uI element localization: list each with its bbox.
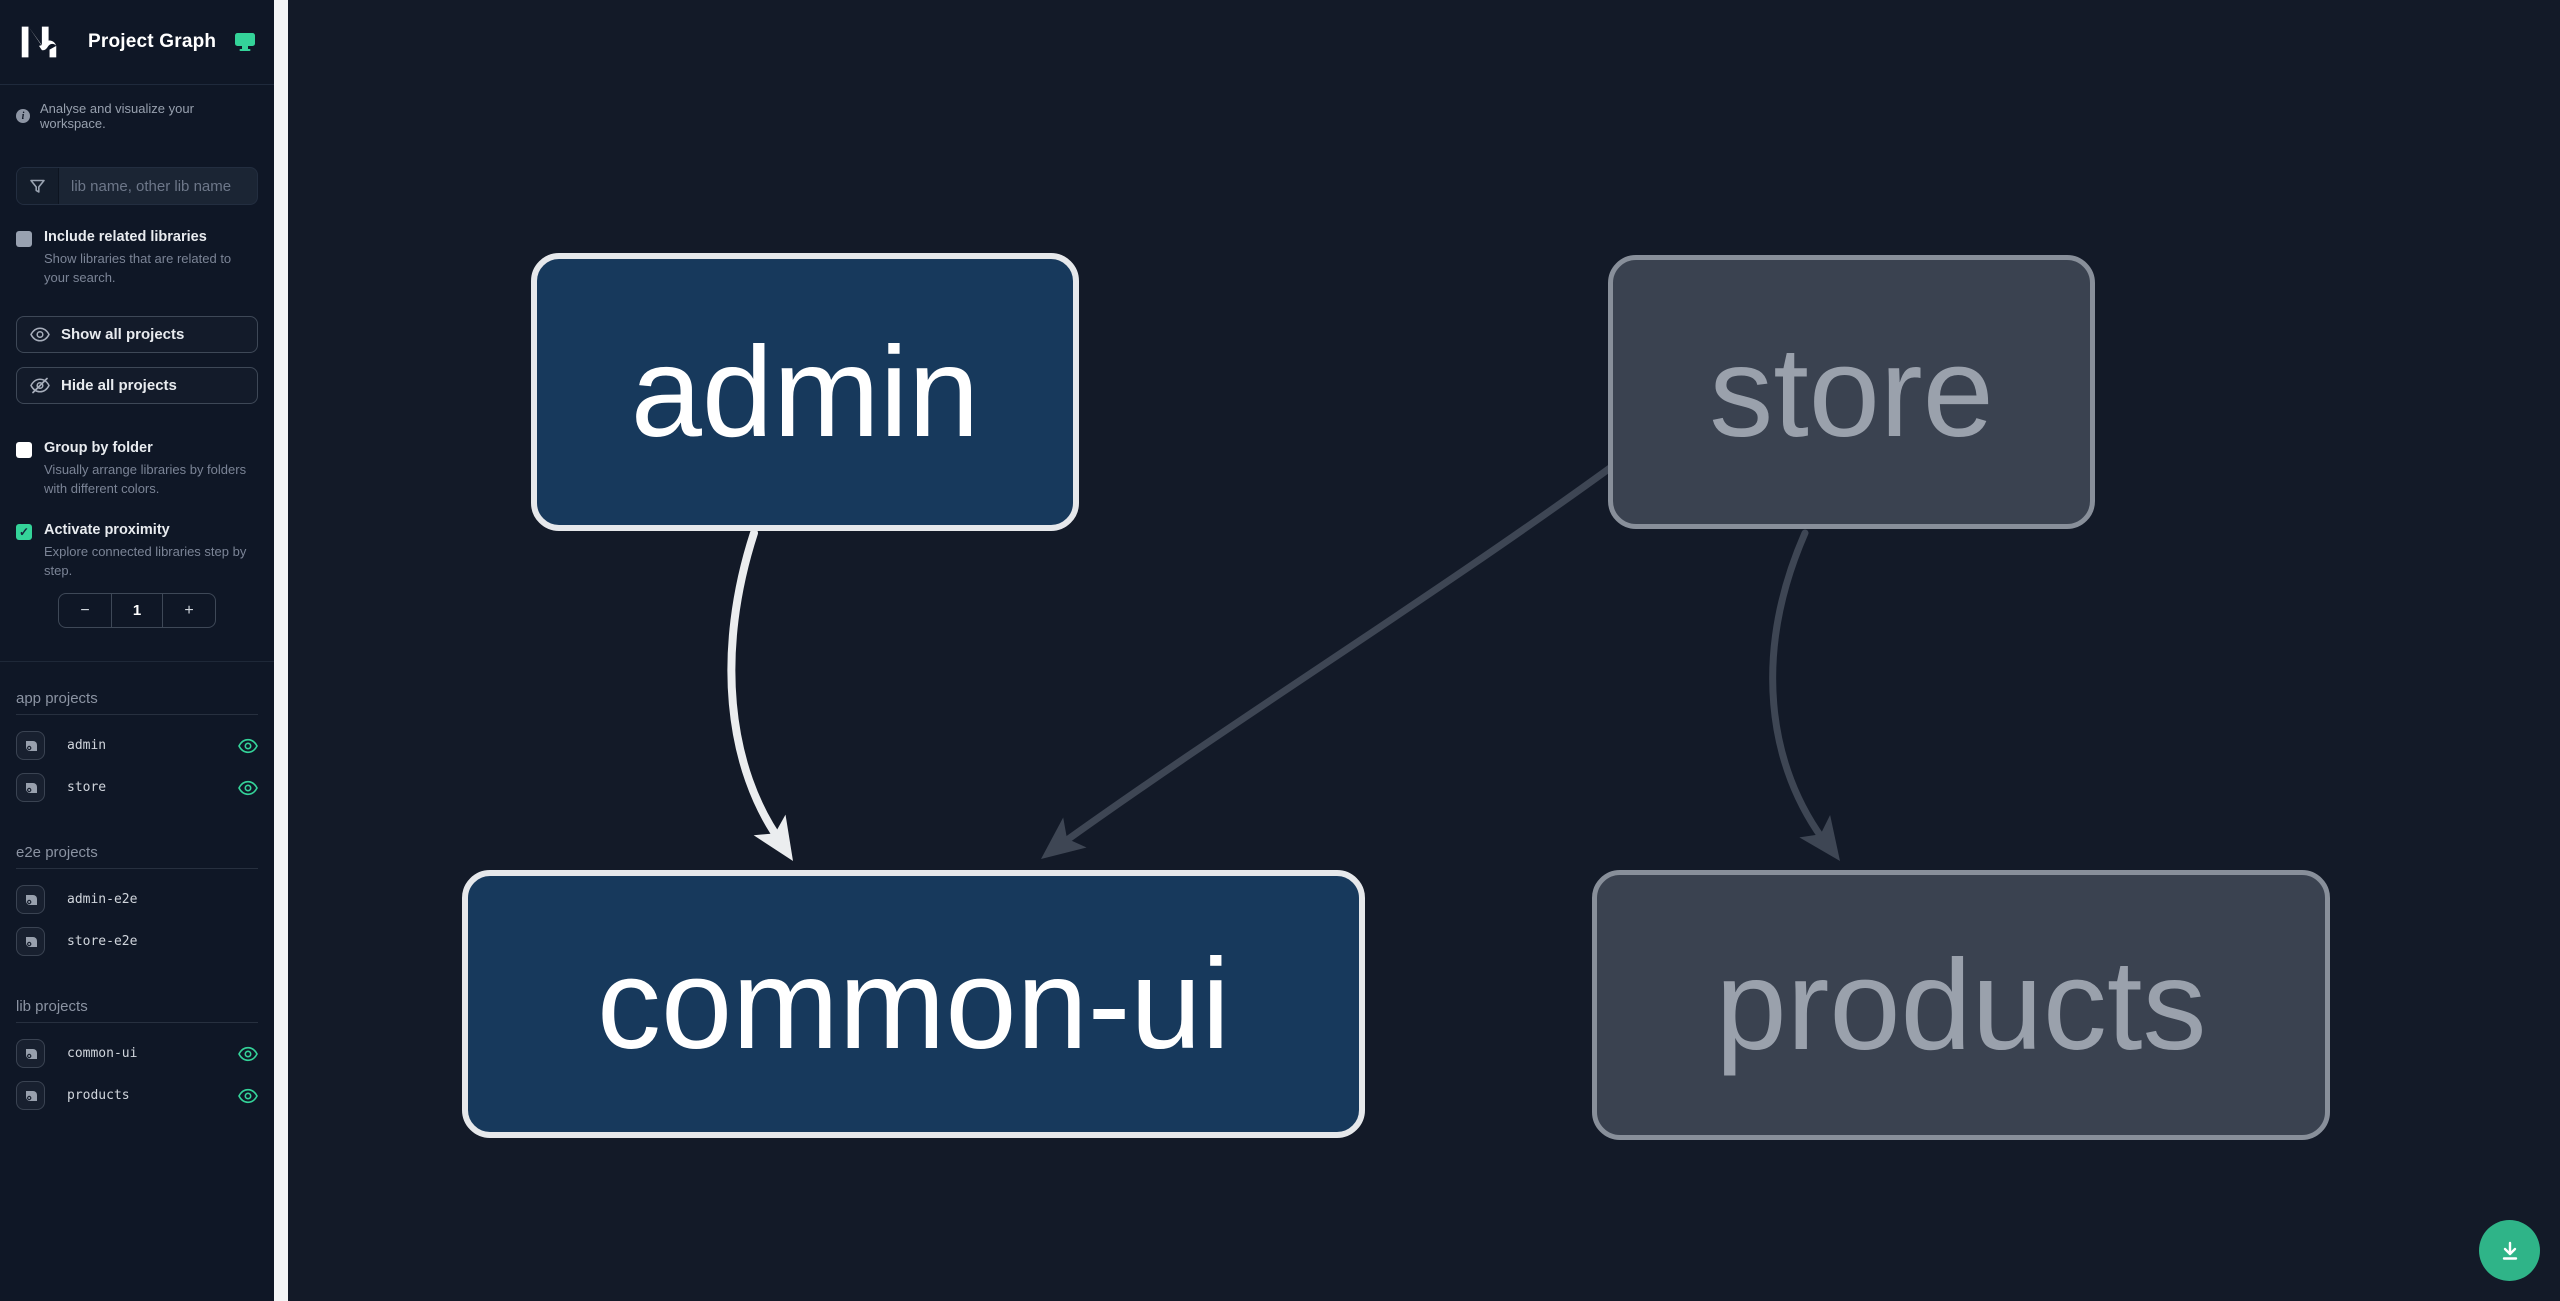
hide-all-projects-button[interactable]: Hide all projects	[16, 366, 258, 404]
checkbox-unchecked-icon[interactable]	[16, 441, 32, 458]
section-e2e-projects: e2e projects admin-e2e store-e2	[0, 844, 274, 957]
proximity-stepper: − 1 +	[58, 593, 216, 629]
project-name: common-ui	[67, 1046, 138, 1062]
focus-project-button[interactable]	[16, 927, 45, 957]
focus-project-button[interactable]	[16, 885, 45, 915]
project-row-admin-e2e: admin-e2e	[16, 885, 258, 915]
focus-project-button[interactable]	[16, 1039, 45, 1069]
visibility-eye-icon[interactable]	[238, 1086, 258, 1106]
project-row-store: store	[16, 773, 258, 803]
focus-icon	[25, 1048, 37, 1059]
graph-node-store[interactable]: store	[1608, 255, 2095, 529]
sidebar-resize-handle[interactable]	[274, 0, 288, 1301]
checkbox-unchecked-icon[interactable]	[16, 231, 32, 247]
focus-icon	[25, 894, 37, 905]
graph-canvas[interactable]: admin store common-ui products	[288, 0, 2560, 1301]
focus-icon	[25, 740, 37, 751]
section-title: app projects	[16, 690, 258, 716]
page-title: Project Graph	[88, 31, 217, 52]
app-header: Project Graph	[0, 0, 274, 85]
eye-slash-icon	[30, 377, 50, 394]
checkbox-checked-icon[interactable]: ✓	[16, 524, 32, 541]
project-filter	[16, 167, 258, 205]
include-related-checkbox[interactable]: Include related libraries Show libraries…	[0, 229, 274, 288]
focus-icon	[25, 936, 37, 947]
visibility-eye-icon[interactable]	[238, 778, 258, 798]
group-by-folder-checkbox[interactable]: Group by folder Visually arrange librari…	[0, 440, 274, 499]
graph-node-common-ui[interactable]: common-ui	[462, 870, 1365, 1138]
visibility-eye-icon[interactable]	[238, 736, 258, 756]
section-app-projects: app projects admin	[0, 690, 274, 803]
project-row-products: products	[16, 1081, 258, 1111]
eye-icon	[30, 327, 50, 342]
download-image-button[interactable]	[2479, 1220, 2540, 1281]
workspace-tagline: i Analyse and visualize your workspace.	[0, 101, 274, 131]
filter-input[interactable]	[59, 168, 257, 204]
section-title: lib projects	[16, 998, 258, 1024]
proximity-value: 1	[111, 594, 163, 628]
project-name: admin	[67, 738, 107, 754]
tagline-text: Analyse and visualize your workspace.	[40, 101, 194, 131]
graph-node-admin[interactable]: admin	[531, 253, 1079, 531]
edge-admin-common-ui	[727, 529, 793, 861]
proximity-decrement-button[interactable]: −	[59, 594, 111, 627]
show-all-projects-button[interactable]: Show all projects	[16, 315, 258, 353]
focus-icon	[25, 1090, 37, 1101]
project-name: store	[67, 780, 107, 796]
focus-project-button[interactable]	[16, 1081, 45, 1111]
monitor-icon	[235, 33, 256, 51]
focus-project-button[interactable]	[16, 731, 45, 761]
section-lib-projects: lib projects common-ui	[0, 998, 274, 1111]
nx-logo-icon	[21, 26, 57, 58]
edge-store-products	[1769, 529, 1840, 861]
info-icon: i	[16, 109, 30, 123]
download-icon	[2502, 1241, 2517, 1260]
section-title: e2e projects	[16, 844, 258, 870]
filter-funnel-icon	[17, 168, 59, 204]
focus-project-button[interactable]	[16, 773, 45, 803]
graph-node-products[interactable]: products	[1592, 870, 2330, 1140]
sidebar-divider	[0, 661, 274, 663]
sidebar: Project Graph i Analyse and visualize yo…	[0, 0, 274, 1301]
focus-icon	[25, 782, 37, 793]
project-row-admin: admin	[16, 731, 258, 761]
activate-proximity-checkbox[interactable]: ✓ Activate proximity Explore connected l…	[0, 522, 274, 581]
project-row-common-ui: common-ui	[16, 1039, 258, 1069]
project-row-store-e2e: store-e2e	[16, 927, 258, 957]
visibility-eye-icon[interactable]	[238, 1044, 258, 1064]
project-name: products	[67, 1088, 130, 1104]
project-name: store-e2e	[67, 934, 138, 950]
project-name: admin-e2e	[67, 892, 138, 908]
proximity-increment-button[interactable]: +	[163, 594, 215, 627]
edge-store-common-ui	[1041, 464, 1614, 859]
